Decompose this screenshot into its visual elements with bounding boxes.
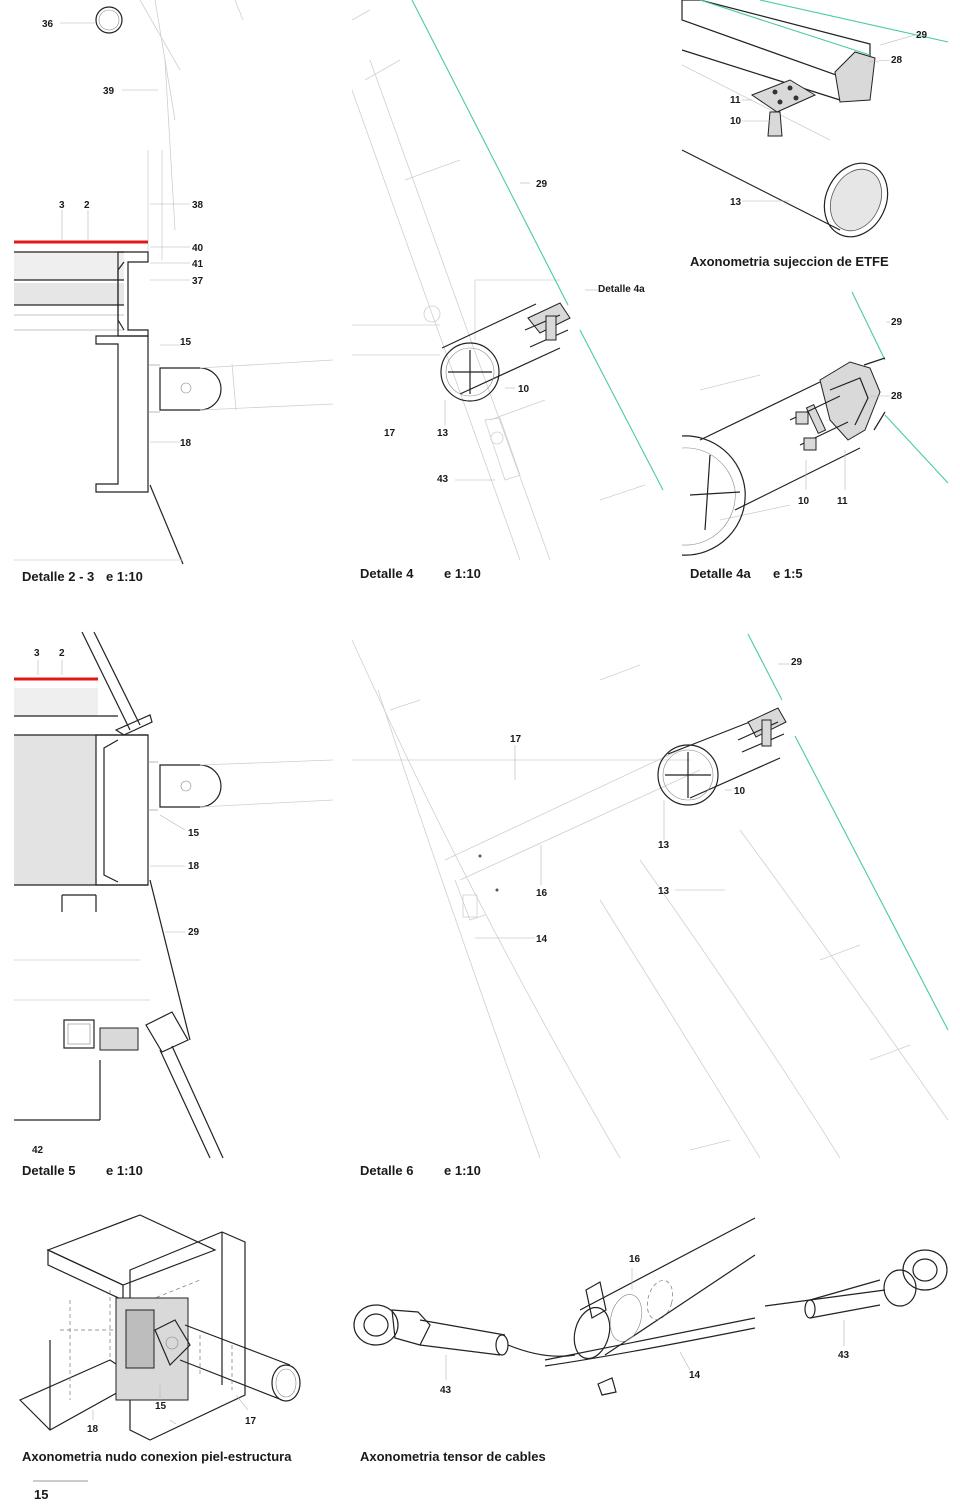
steel-channel-18	[95, 734, 149, 886]
label-10: 10	[730, 116, 742, 127]
label-10: 10	[734, 786, 746, 797]
label-16: 16	[536, 888, 548, 899]
label-11: 11	[837, 496, 848, 507]
label-40: 40	[192, 243, 204, 254]
panel-detalle-5: 3 2 15 18 29 42 Detalle 5 e 1:10	[14, 631, 334, 1178]
panel-axo-tensor: 16 43 14 43 Axonometria tensor de cables	[353, 1217, 948, 1464]
caption-detalle-4a: Detalle 4a	[690, 566, 751, 581]
label-38: 38	[192, 200, 204, 211]
drawing-axo-tensor	[353, 1217, 948, 1396]
panel-detalle-4: 29 Detalle 4a 10 17 13 43 Detalle 4 e 1:…	[351, 0, 664, 581]
label-detalle-4a: Detalle 4a	[598, 284, 645, 295]
label-13: 13	[437, 428, 449, 439]
etfe-membrane-line	[411, 0, 569, 306]
label-39: 39	[103, 86, 115, 97]
caption-detalle-6: Detalle 6	[360, 1163, 413, 1178]
label-14: 14	[536, 934, 548, 945]
label-14: 14	[689, 1370, 701, 1381]
label-37: 37	[192, 276, 204, 287]
label-42: 42	[32, 1145, 44, 1156]
tube-section-36	[95, 6, 123, 34]
tube-section-13	[440, 342, 500, 402]
label-36: 36	[42, 19, 54, 30]
panel-axo-nudo: 15 17 18 Axonometria nudo conexion piel-…	[18, 1214, 301, 1464]
label-15: 15	[155, 1401, 167, 1412]
label-43: 43	[437, 474, 449, 485]
label-17: 17	[245, 1416, 257, 1427]
panel-axo-etfe: 29 28 11 10 13 Axonometria sujeccion de …	[681, 0, 949, 269]
drawing-axo-etfe	[681, 0, 949, 238]
steel-channel-18	[95, 335, 149, 493]
caption-axo-etfe: Axonometria sujeccion de ETFE	[690, 254, 889, 269]
label-10: 10	[798, 496, 810, 507]
label-28: 28	[891, 55, 903, 66]
panel-detalle-6: 29 17 10 13 16 13 14 Detalle 6 e 1:10	[351, 633, 949, 1178]
drawing-detalle-4	[351, 0, 664, 561]
drawing-axo-nudo	[18, 1214, 301, 1441]
label-13-b: 13	[658, 886, 670, 897]
label-3: 3	[59, 200, 65, 211]
label-29: 29	[188, 927, 200, 938]
caption-detalle-4: Detalle 4	[360, 566, 414, 581]
label-43-b: 43	[838, 1350, 850, 1361]
label-29: 29	[536, 179, 548, 190]
label-15: 15	[180, 337, 192, 348]
drawing-detalle-4a	[681, 291, 949, 556]
label-28: 28	[891, 391, 903, 402]
label-13: 13	[730, 197, 742, 208]
label-11: 11	[730, 95, 741, 106]
scale-detalle-4a: e 1:5	[773, 566, 803, 581]
label-15: 15	[188, 828, 200, 839]
connection-node-15	[159, 367, 222, 411]
label-16: 16	[629, 1254, 641, 1265]
label-29: 29	[891, 317, 903, 328]
caption-detalle-2-3: Detalle 2 - 3	[22, 569, 94, 584]
label-41: 41	[192, 259, 204, 270]
clamp-plate-11	[750, 79, 817, 137]
label-3: 3	[34, 648, 40, 659]
caption-detalle-5: Detalle 5	[22, 1163, 75, 1178]
label-18: 18	[188, 861, 200, 872]
page-number: 15	[34, 1487, 48, 1502]
drawing-detalle-5	[14, 631, 334, 1159]
drawing-detalle-2-3	[14, 0, 334, 565]
scale-detalle-5: e 1:10	[106, 1163, 143, 1178]
label-13-a: 13	[658, 840, 670, 851]
label-17: 17	[384, 428, 396, 439]
etfe-clamp	[524, 302, 571, 348]
label-18: 18	[87, 1424, 99, 1435]
label-2: 2	[59, 648, 65, 659]
panel-detalle-2-3: 36 39 3 2 38 40 41 37 15 18 Detalle 2 - …	[14, 0, 334, 584]
connection-node-15	[159, 764, 222, 808]
tube-section-13	[657, 744, 719, 806]
scale-detalle-2-3: e 1:10	[106, 569, 143, 584]
scale-detalle-6: e 1:10	[444, 1163, 481, 1178]
drawing-detalle-6	[351, 633, 949, 1159]
tube-17-end	[271, 1364, 301, 1402]
label-29: 29	[916, 30, 928, 41]
label-17: 17	[510, 734, 522, 745]
tube-13-end	[823, 162, 889, 238]
etfe-clamp	[737, 707, 787, 753]
label-43-a: 43	[440, 1385, 452, 1396]
label-29: 29	[791, 657, 803, 668]
caption-axo-tensor: Axonometria tensor de cables	[360, 1449, 546, 1464]
panel-detalle-4a: 29 28 10 11 Detalle 4a e 1:5	[681, 291, 949, 581]
label-10: 10	[518, 384, 530, 395]
scale-detalle-4: e 1:10	[444, 566, 481, 581]
label-2: 2	[84, 200, 90, 211]
etfe-clamp-profile	[789, 361, 881, 451]
label-18: 18	[180, 438, 192, 449]
caption-axo-nudo: Axonometria nudo conexion piel-estructur…	[22, 1449, 292, 1464]
